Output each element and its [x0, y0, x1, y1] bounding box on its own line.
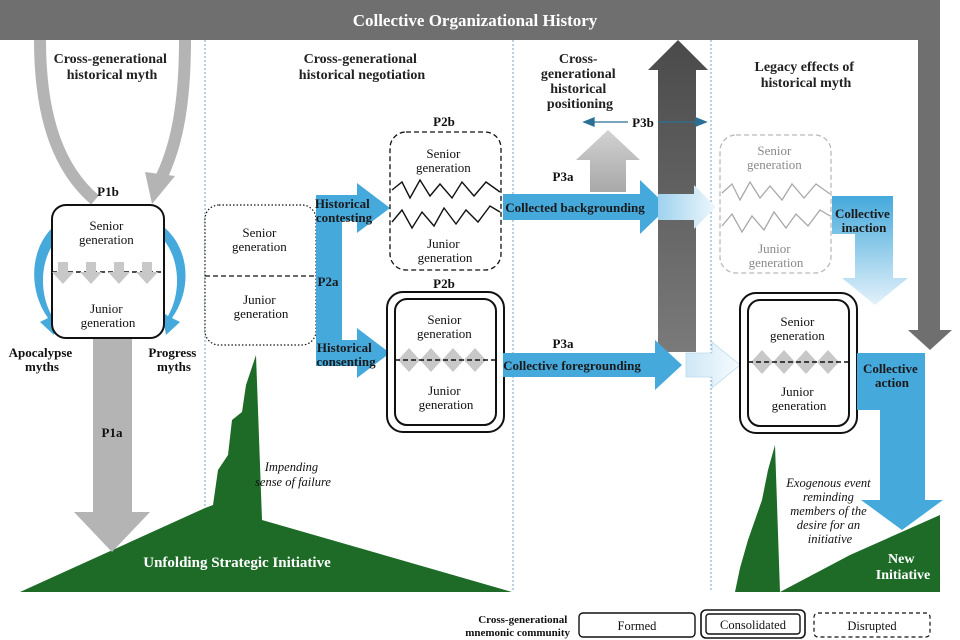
- apocalypse-curl-arrow: [34, 228, 60, 335]
- ground-mountains: [20, 355, 940, 592]
- col2-header: Cross-generational historical negotiatio…: [299, 52, 426, 83]
- backgrounding-label: Collected backgrounding: [505, 200, 645, 215]
- new-initiative-label: New Initiative: [876, 552, 930, 583]
- progress-myths-label: Progress myths: [148, 345, 199, 374]
- p1b-community-box: Senior generation Junior generation: [51, 204, 165, 339]
- faded-disrupted-box-col4: Senior generation Junior generation: [719, 134, 832, 274]
- legend-formed: Formed: [578, 612, 696, 638]
- foregrounding-label: Collective foregrounding: [503, 358, 641, 373]
- svg-text:Formed: Formed: [618, 619, 658, 633]
- formed-community-box-col2: Senior generation Junior generation: [204, 204, 317, 346]
- backgrounding-arrow: [503, 180, 716, 234]
- exogenous-annotation: Exogenous event reminding members of the…: [785, 476, 873, 546]
- foregrounding-arrow: [503, 340, 741, 390]
- failure-annotation: Impending sense of failure: [255, 460, 331, 489]
- banner-title: Collective Organizational History: [353, 11, 598, 30]
- p2b-label-bottom: P2b: [433, 276, 455, 291]
- p1b-label: P1b: [97, 184, 119, 199]
- svg-text:Senior generation: Senior generation Junior generation: [417, 312, 475, 412]
- p3b-light-up-arrow: [576, 130, 640, 192]
- consolidated-community-box-col2: Senior generation Junior generation: [386, 291, 505, 433]
- collective-inaction-label: Collective inaction: [835, 206, 893, 235]
- svg-text:Senior generation: Senior generation Junior generation: [416, 146, 474, 265]
- col1-header: Cross-generational historical myth: [54, 52, 171, 83]
- p2a-fork-arrow: [316, 183, 390, 378]
- collective-action-label: Collective action: [863, 361, 921, 390]
- legend: Cross-generational mnemonic community Fo…: [465, 609, 931, 639]
- svg-text:Senior generation: Senior generation Junior generation: [232, 225, 290, 321]
- myth-loop-arrow: [34, 39, 191, 205]
- svg-text:Senior generation: Senior generation Junior generation: [747, 143, 805, 270]
- legend-title: Cross-generational mnemonic community: [465, 614, 570, 639]
- collective-inaction-arrow: [832, 196, 908, 305]
- consolidated-community-box-col4: Senior generation Junior generation: [739, 292, 858, 434]
- unfolding-label: Unfolding Strategic Initiative: [143, 555, 331, 571]
- down-arrows-row: [52, 262, 158, 284]
- p3b-label-bg: [628, 114, 658, 130]
- history-banner: Collective Organizational History: [0, 0, 952, 350]
- collective-action-arrow: [857, 353, 943, 530]
- apocalypse-myths-label: Apocalypse myths: [9, 345, 76, 374]
- historical-contesting-label: Historical contesting: [315, 196, 373, 225]
- historical-consenting-label: Historical consenting: [316, 340, 376, 369]
- p3a-label-top: P3a: [553, 169, 574, 184]
- progress-curl-arrow: [160, 228, 186, 335]
- legend-disrupted: Disrupted: [813, 612, 931, 638]
- legend-consolidated: Consolidated: [700, 609, 806, 639]
- svg-text:Senior generation: Senior generation Junior generation: [79, 218, 137, 330]
- p1a-arrow: [74, 338, 150, 552]
- p1a-label: P1a: [102, 425, 123, 440]
- disrupted-community-box-col2: Senior generation Junior generation: [389, 131, 502, 271]
- p3a-label-bottom: P3a: [553, 336, 574, 351]
- svg-text:Senior generation: Senior generation Junior generation: [770, 314, 828, 413]
- svg-text:Consolidated: Consolidated: [720, 618, 787, 632]
- diamond-row-col2: [398, 348, 486, 372]
- p2b-label-top: P2b: [433, 114, 455, 129]
- svg-text:Disrupted: Disrupted: [847, 619, 897, 633]
- p3b-label: P3b: [632, 115, 654, 130]
- col4-header: Legacy effects of historical myth: [754, 60, 857, 91]
- p2a-label: P2a: [318, 274, 339, 289]
- col3-header: Cross- generational historical positioni…: [541, 52, 619, 112]
